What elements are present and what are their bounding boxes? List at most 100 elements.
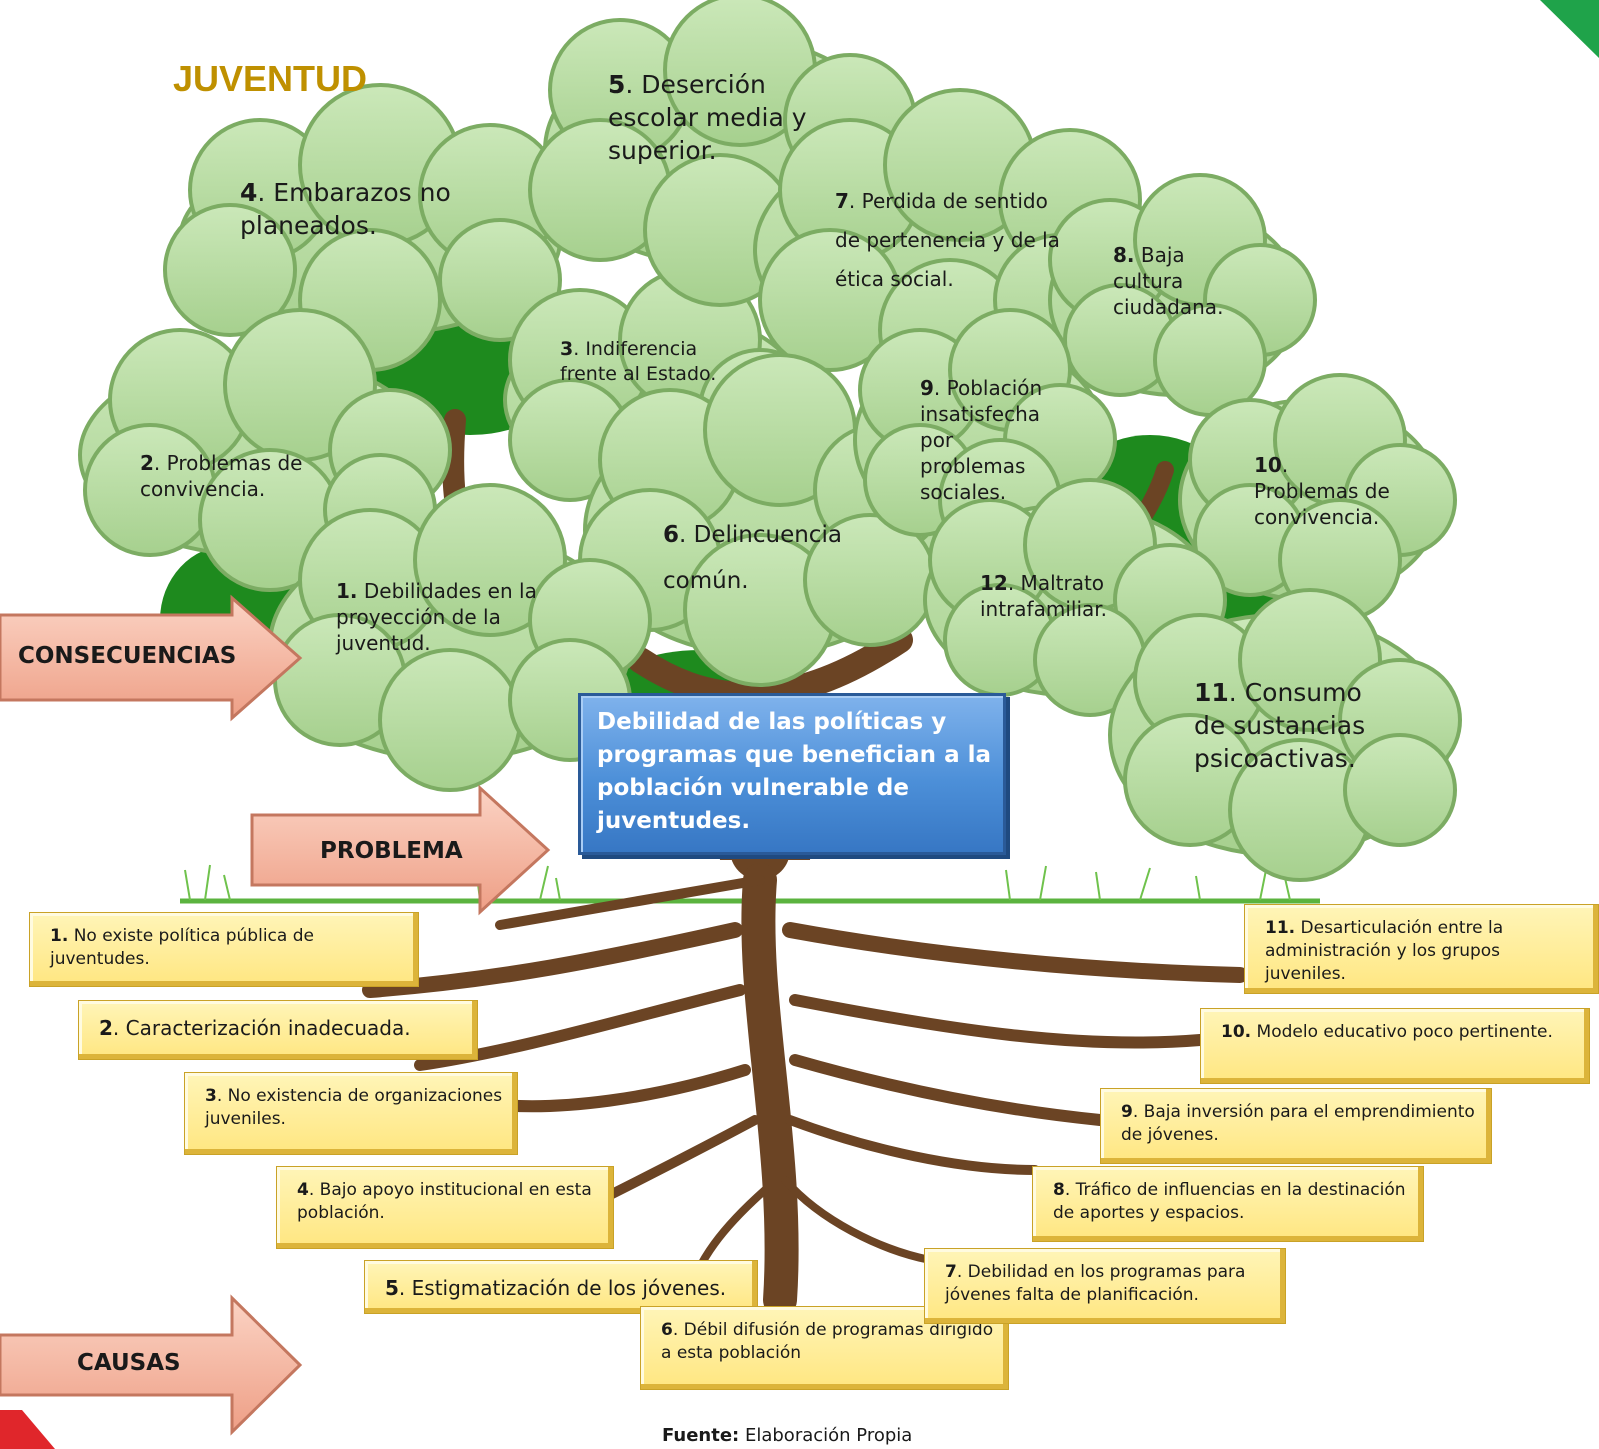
cause-label: . Estigmatización de los jóvenes. [398,1276,727,1300]
cause-5: 5. Estigmatización de los jóvenes. [364,1260,758,1314]
consequence-number: 10 [1254,453,1282,477]
consequence-9: 9. Población insatisfecha por problemas … [920,375,1055,505]
consequence-number: 4 [240,178,258,207]
consequence-clouds [78,0,1462,882]
cause-text: 9. Baja inversión para el emprendimiento… [1121,1101,1479,1147]
label-causas: CAUSAS [77,1350,181,1376]
source-text: Elaboración Propia [739,1425,913,1446]
consequence-label: . Maltrato intrafamiliar. [980,571,1108,621]
cause-text: 11. Desarticulación entre la administrac… [1265,917,1586,986]
cause-7: 7. Debilidad en los programas para jóven… [924,1248,1286,1324]
cause-number: 3 [205,1086,217,1106]
grass [184,864,1291,901]
consequence-1: 1. Debilidades en la proyección de la ju… [336,578,566,656]
page-title: JUVENTUD [173,58,368,99]
red-corner-decoration [0,1410,55,1449]
consequence-label: . Deserción escolar media y superior. [608,70,807,165]
cause-9: 9. Baja inversión para el emprendimiento… [1100,1088,1492,1164]
cause-text: 10. Modelo educativo poco pertinente. [1221,1021,1577,1044]
consequence-label: . Consumo de sustancias psicoactivas. [1194,678,1366,773]
source-caption: Fuente: Elaboración Propia [662,1425,912,1446]
consequence-number: 5 [608,70,626,99]
consequence-11: 11. Consumo de sustancias psicoactivas. [1194,676,1394,775]
consequence-label: . Población insatisfecha por problemas s… [920,376,1043,504]
cause-label: No existe política pública de juventudes… [50,926,314,969]
consequence-3: 3. Indiferencia frente al Estado. [560,337,745,387]
problem-box: Debilidad de las políticas y programas q… [578,693,1006,855]
cause-text: 7. Debilidad en los programas para jóven… [945,1261,1273,1307]
consequence-label: . Problemas de convivencia. [140,451,303,501]
cause-label: Desarticulación entre la administración … [1265,918,1504,984]
cause-text: 4. Bajo apoyo institucional en esta pobl… [297,1179,601,1225]
consequence-label: . Delincuencia común. [663,522,842,594]
cause-11: 11. Desarticulación entre la administrac… [1244,904,1599,994]
tree-roots [362,863,1248,1317]
consequence-label: . Perdida de sentido de pertenencia y de… [835,189,1060,291]
cause-number: 7 [945,1262,957,1282]
consequence-number: 2 [140,451,154,475]
cause-text: 1. No existe política pública de juventu… [50,925,406,971]
cause-8: 8. Tráfico de influencias en la destinac… [1032,1166,1424,1242]
consequence-6: 6. Delincuencia común. [663,512,853,604]
cloud-10 [1178,373,1457,622]
consequence-8: 8. Baja cultura ciudadana. [1113,242,1248,320]
cause-text: 8. Tráfico de influencias en la destinac… [1053,1179,1411,1225]
consequence-number: 3 [560,338,574,360]
consequence-label: . Problemas de convivencia. [1254,453,1390,529]
consequence-label: Debilidades en la proyección de la juven… [336,579,537,655]
cause-number: 10. [1221,1022,1252,1042]
consequence-label: . Embarazos no planeados. [240,178,451,240]
cause-label: . No existencia de organizaciones juveni… [205,1086,503,1129]
cloud-12 [923,478,1227,717]
cause-10: 10. Modelo educativo poco pertinente. [1200,1008,1590,1084]
consequence-label: . Indiferencia frente al Estado. [560,338,717,385]
consequence-number: 7 [835,189,849,213]
consequence-number: 1. [336,579,358,603]
cause-number: 8 [1053,1180,1065,1200]
cause-label: . Debilidad en los programas para jóvene… [945,1262,1246,1305]
consequence-number: 11 [1194,678,1229,707]
cloud-11 [1108,588,1462,882]
cause-number: 9 [1121,1102,1133,1122]
consequence-2: 2. Problemas de convivencia. [140,450,350,502]
cause-2: 2. Caracterización inadecuada. [78,1000,478,1060]
consequence-4: 4. Embarazos no planeados. [240,176,500,242]
cause-3: 3. No existencia de organizaciones juven… [184,1072,518,1155]
cause-label: . Caracterización inadecuada. [112,1016,411,1040]
cause-text: 2. Caracterización inadecuada. [99,1015,465,1041]
green-corner-decoration [1540,0,1599,58]
label-problema: PROBLEMA [320,838,463,864]
consequence-number: 12 [980,571,1008,595]
cause-label: . Baja inversión para el emprendimiento … [1121,1102,1475,1145]
cause-number: 6 [661,1320,673,1340]
cause-text: 3. No existencia de organizaciones juven… [205,1085,505,1131]
consequence-10: 10. Problemas de convivencia. [1254,452,1394,530]
consequence-number: 6 [663,522,680,548]
cause-number: 5 [385,1276,399,1300]
cause-6: 6. Débil difusión de programas dirigido … [640,1306,1009,1390]
source-label: Fuente: [662,1425,740,1446]
cause-label: . Tráfico de influencias en la destinaci… [1053,1180,1406,1223]
cause-text: 5. Estigmatización de los jóvenes. [385,1275,745,1301]
cause-1: 1. No existe política pública de juventu… [29,912,419,987]
cause-label: . Bajo apoyo institucional en esta pobla… [297,1180,592,1223]
consequence-label: Baja cultura ciudadana. [1113,243,1224,319]
cause-label: Modelo educativo poco pertinente. [1251,1022,1553,1042]
consequence-5: 5. Deserción escolar media y superior. [608,68,848,167]
cause-number: 1. [50,926,69,946]
label-consecuencias: CONSECUENCIAS [18,643,237,669]
arrow-problema [250,784,551,916]
cause-number: 11. [1265,918,1296,938]
cloud-8 [1048,173,1317,417]
consequence-number: 9 [920,376,934,400]
cause-label: . Débil difusión de programas dirigido a… [661,1320,994,1363]
consequence-number: 8. [1113,243,1135,267]
cause-4: 4. Bajo apoyo institucional en esta pobl… [276,1166,614,1249]
cause-number: 4 [297,1180,309,1200]
problem-text: Debilidad de las políticas y programas q… [597,709,991,834]
arrow-causas [0,1294,303,1436]
arrow-consecuencias [0,594,303,722]
consequence-12: 12. Maltrato intrafamiliar. [980,570,1155,622]
consequence-7: 7. Perdida de sentido de pertenencia y d… [835,182,1070,299]
